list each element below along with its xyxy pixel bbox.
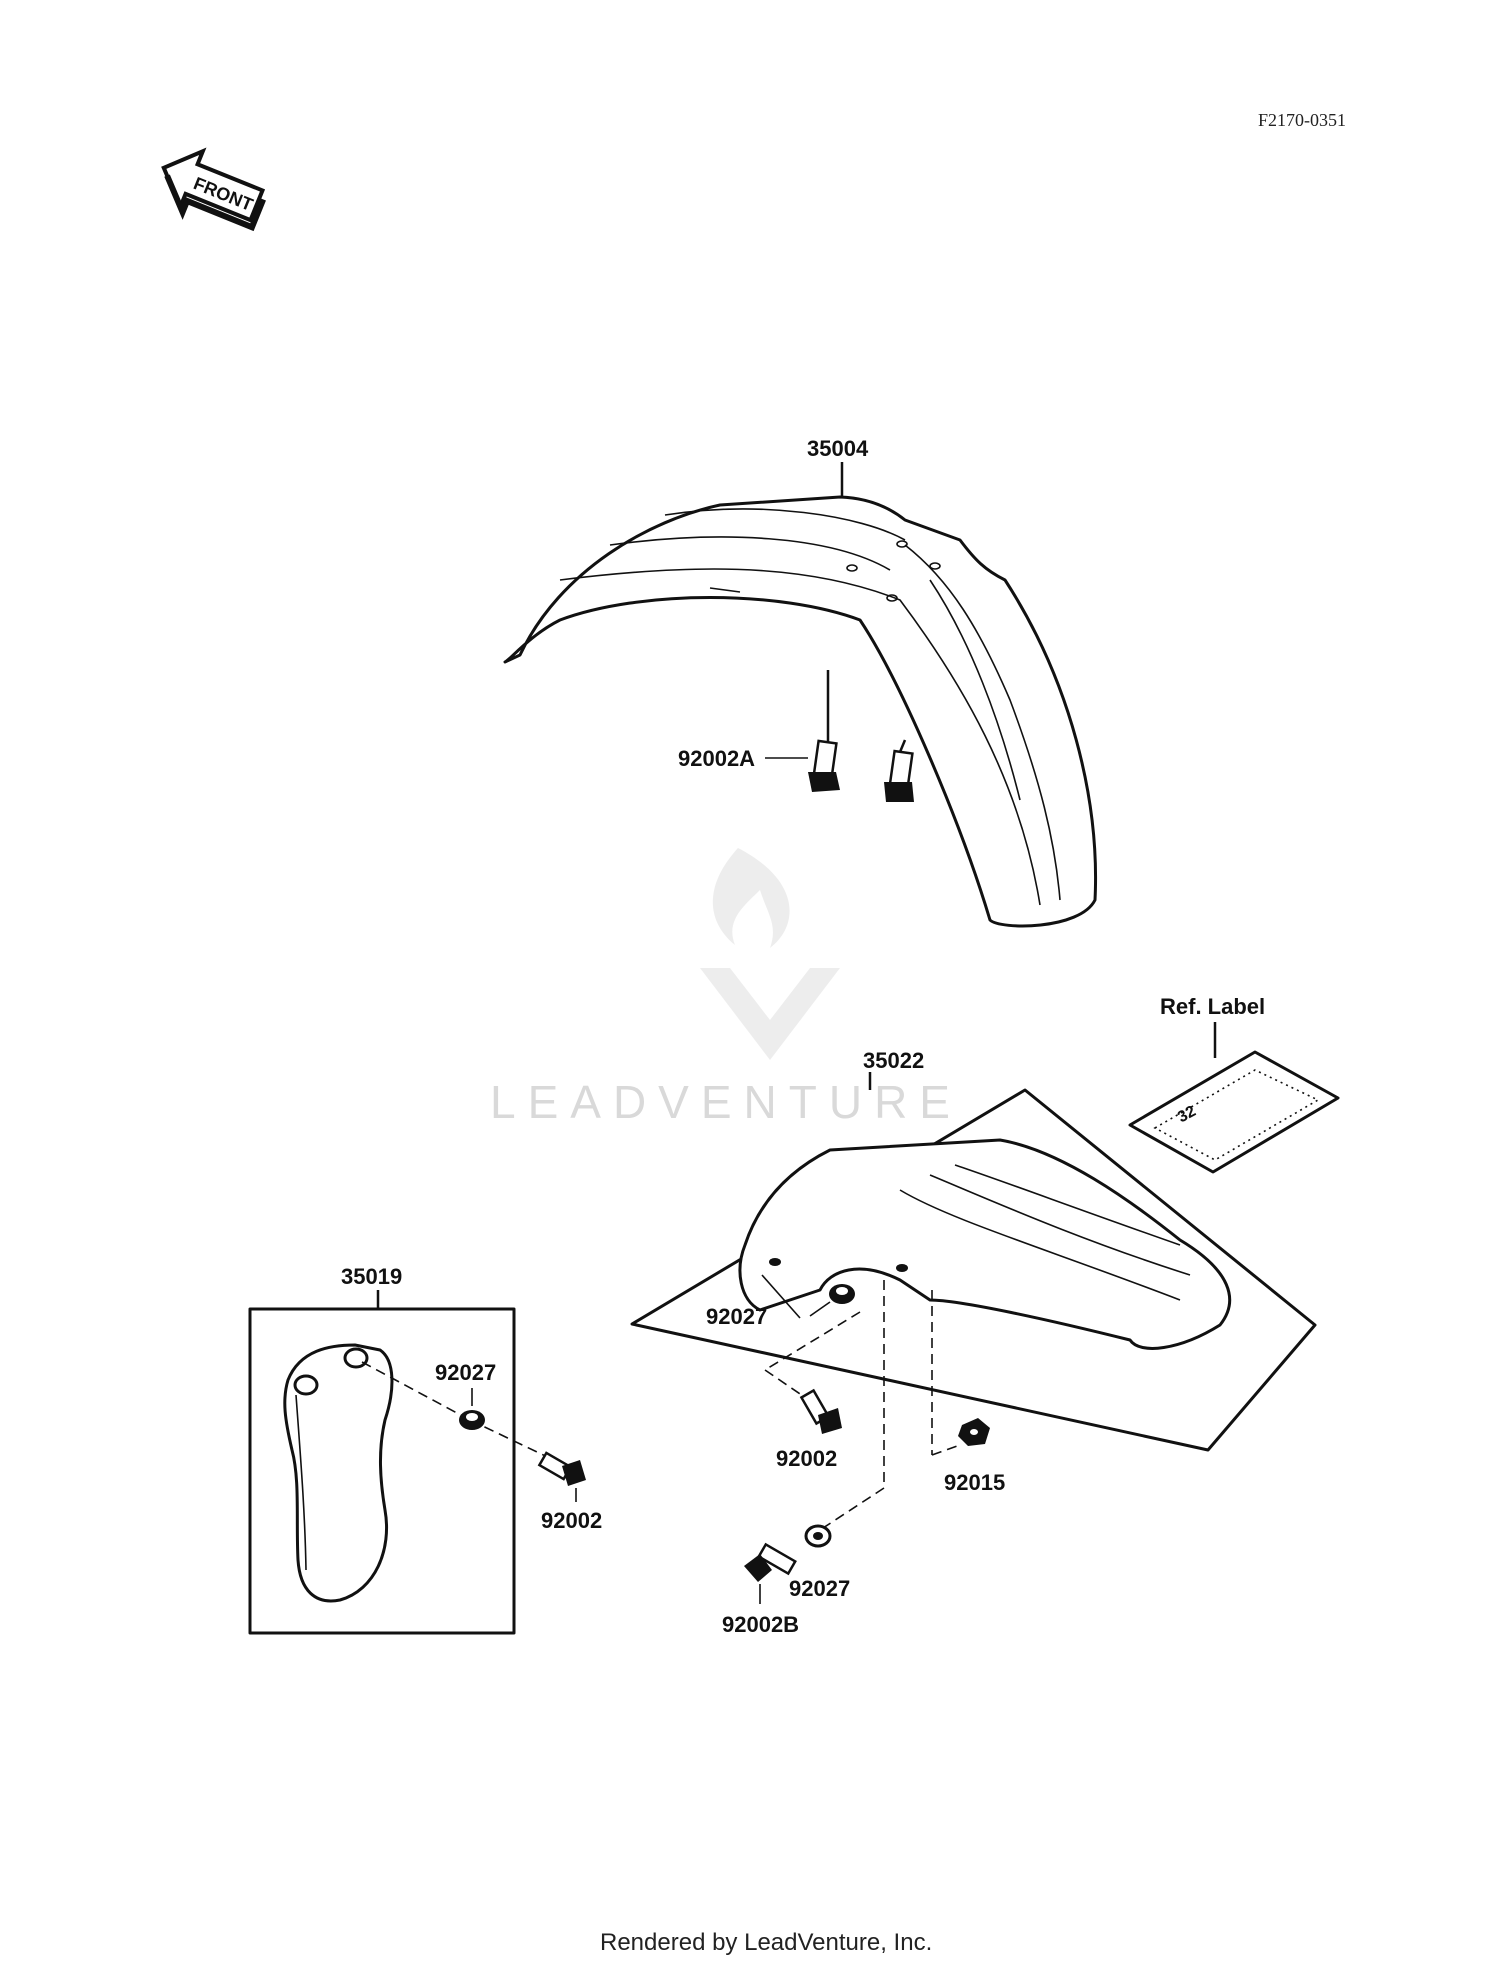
watermark-logo-icon [700, 848, 840, 1060]
front-fender [503, 495, 1097, 928]
bolt-92002b-icon [744, 1542, 797, 1582]
label-92002b: 92002B [722, 1612, 799, 1637]
collar-92027-side-icon [459, 1410, 485, 1430]
label-35022: 35022 [863, 1048, 924, 1073]
label-35004: 35004 [807, 436, 869, 461]
bolt-92002a-icon [808, 670, 840, 792]
nut-92015-icon [958, 1418, 990, 1446]
footer-credit: Rendered by LeadVenture, Inc. [600, 1929, 932, 1956]
label-92002a: 92002A [678, 746, 755, 771]
ref-label-sticker: 32 [1128, 1050, 1340, 1174]
label-92027-lower: 92027 [789, 1576, 850, 1601]
label-92015: 92015 [944, 1470, 1005, 1495]
label-35019: 35019 [341, 1264, 402, 1289]
collar-92027-lower-icon [804, 1524, 832, 1548]
collar-92027-icon [829, 1284, 855, 1304]
label-92002-rear: 92002 [776, 1446, 837, 1471]
ref-label-sticker-text: 32 [1175, 1103, 1199, 1126]
watermark-text: LEADVENTURE [490, 1076, 962, 1128]
bolt-92002-rear-icon [799, 1388, 842, 1434]
front-arrow-icon: FRONT [161, 147, 266, 232]
bolt-92002a-second-icon [884, 739, 914, 802]
bolt-92002-side-icon [537, 1451, 586, 1486]
rear-fender [738, 1138, 1232, 1350]
reference-code: F2170-0351 [1258, 110, 1346, 130]
label-92027-rear: 92027 [706, 1304, 767, 1329]
label-92027-side: 92027 [435, 1360, 496, 1385]
side-cover [283, 1343, 394, 1603]
label-ref-label: Ref. Label [1160, 994, 1265, 1019]
label-92002-side: 92002 [541, 1508, 602, 1533]
